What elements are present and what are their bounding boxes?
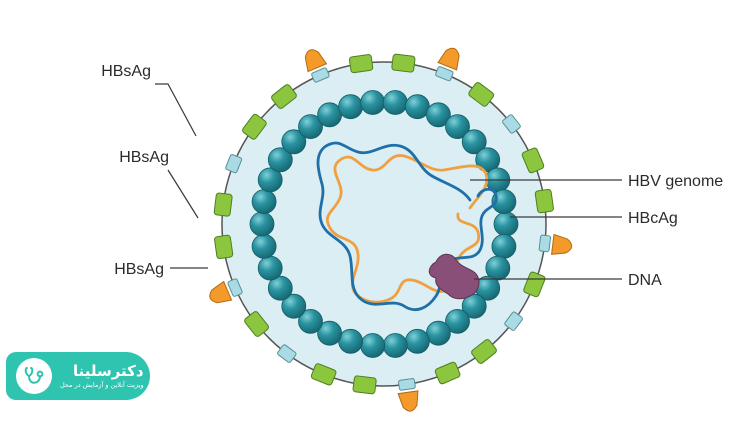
capsid-bead [338, 94, 364, 120]
stethoscope-icon [16, 358, 52, 394]
capsid-bead [445, 114, 470, 139]
label-dna: DNA [628, 272, 662, 289]
capsid-bead [267, 147, 293, 173]
surface-protein-stalk [435, 66, 454, 82]
surface-protein-stalk [227, 278, 243, 297]
label-hbcag: HBcAg [628, 210, 678, 227]
leader-hbsag-top [155, 83, 197, 137]
hbsag-spike-tip [551, 233, 573, 255]
capsid-bead [461, 129, 487, 155]
hbsag-protein [471, 339, 497, 364]
capsid-bead [251, 233, 277, 259]
capsid-bead [298, 114, 323, 139]
hbsag-protein [271, 84, 297, 109]
surface-proteins [209, 47, 573, 412]
hbsag-protein [534, 188, 554, 214]
capsid-bead [493, 211, 519, 237]
brand-title: دکترسلینا [72, 362, 144, 381]
capsid-bead [338, 328, 364, 354]
hbsag-spike-tip [209, 280, 233, 304]
capsid-bead [425, 102, 451, 128]
hbsag-protein [242, 113, 267, 140]
capsid-bead [425, 320, 451, 346]
capsid-bead [360, 333, 386, 358]
capsid-bead [281, 129, 307, 155]
capsid-bead [404, 328, 430, 354]
capsid-bead [404, 94, 430, 120]
capsid-bead [382, 90, 408, 115]
capsid-bead [249, 211, 275, 237]
capsid-bead [251, 189, 277, 215]
hbsag-protein [213, 192, 233, 217]
hbsag-protein [214, 234, 234, 260]
capsid-bead [317, 320, 343, 346]
surface-protein-stalk [538, 234, 552, 253]
capsid-bead [461, 293, 487, 319]
surface-protein-stalk [398, 378, 416, 391]
capsid-bead [491, 233, 517, 259]
hbsag-spike-tip [437, 47, 460, 71]
capsid-bead [382, 333, 408, 358]
leader-hbsag-mid [167, 169, 199, 219]
capsid-bead [257, 255, 283, 281]
brand-text: دکترسلینا ویزیت آنلاین و آزمایش در محل [60, 363, 144, 389]
capsid-bead [360, 90, 386, 115]
surface-protein-stalk [311, 67, 330, 83]
capsid-bead [317, 102, 343, 128]
hbsag-spike-tip [304, 49, 328, 73]
hbsag-protein [348, 54, 374, 74]
capsid-bead [475, 147, 501, 173]
hbsag-protein [434, 361, 461, 385]
brand-subtitle: ویزیت آنلاین و آزمایش در محل [60, 380, 144, 389]
surface-protein-small [277, 344, 297, 363]
hbsag-protein [391, 53, 416, 73]
surface-protein-small [502, 114, 521, 134]
capsid-bead [281, 293, 307, 319]
hbsag-protein [352, 375, 377, 395]
capsid-bead [298, 308, 323, 334]
capsid-bead [485, 255, 511, 281]
hbsag-spike-tip [397, 390, 419, 412]
label-hbsag-top: HBsAg [101, 63, 151, 80]
capsid-bead [491, 189, 517, 215]
hbsag-protein [521, 147, 545, 174]
hbsag-protein [310, 363, 337, 386]
capsid-bead [257, 167, 283, 193]
label-hbsag-mid: HBsAg [119, 149, 169, 166]
capsid-bead [267, 275, 293, 301]
hbsag-protein [468, 82, 495, 107]
hbsag-protein [244, 311, 269, 337]
polymerase-blob [428, 253, 480, 300]
surface-protein-small [504, 311, 523, 331]
label-hbv-genome: HBV genome [628, 173, 723, 190]
label-hbsag-bottom: HBsAg [114, 261, 164, 278]
brand-logo[interactable]: دکترسلینا ویزیت آنلاین و آزمایش در محل [6, 352, 150, 400]
genome-strand-blue [316, 141, 498, 311]
hbsag-protein [523, 271, 546, 298]
capsid-bead [445, 308, 470, 334]
surface-protein-small [225, 154, 243, 174]
